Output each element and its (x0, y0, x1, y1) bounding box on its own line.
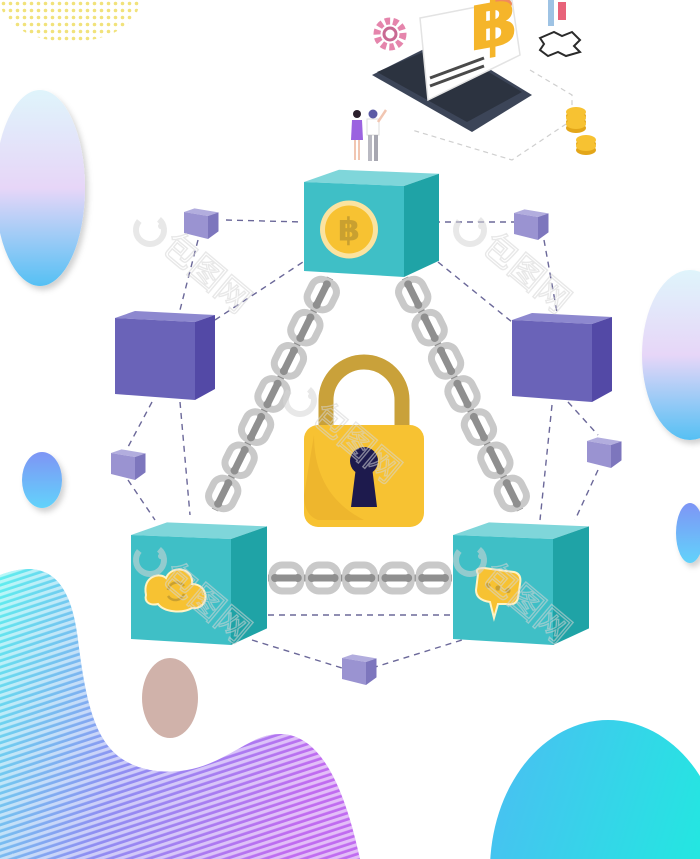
watermark-text: 包图网 (154, 225, 258, 321)
bitcoin-coin-icon: ฿ (320, 200, 378, 259)
chat-block (453, 522, 589, 645)
chain-link (411, 308, 448, 347)
chain-link (342, 561, 378, 595)
cube-side (366, 658, 377, 685)
padlock-shackle (318, 354, 410, 425)
woman-dress (351, 120, 363, 140)
cube-front (342, 658, 366, 685)
bitcoin-block: ฿ (304, 169, 439, 277)
dashed-link (251, 639, 343, 669)
purple-block-left (115, 311, 215, 400)
dashed-link (127, 401, 153, 448)
dashed-link (127, 479, 156, 521)
cube-top (342, 654, 377, 662)
payment-scene: ฿ (372, 0, 582, 161)
cube-top (453, 522, 589, 539)
chain-link (221, 441, 258, 480)
chain-link (444, 375, 481, 413)
dotted-semicircle (0, 0, 140, 42)
puzzle-piece-icon (538, 30, 582, 58)
dashed-link (543, 239, 559, 319)
cube-front (587, 441, 611, 468)
cube-top (111, 449, 146, 457)
network-dashed-lines (127, 219, 599, 669)
teal-dome (490, 720, 700, 859)
cube-top (304, 169, 439, 186)
man-head (368, 109, 378, 119)
chain-link (237, 408, 275, 446)
gear-icon (373, 17, 407, 51)
chain-link (205, 474, 242, 513)
cube-top (514, 209, 549, 217)
chain-link (305, 561, 342, 595)
blue-dot-right (676, 503, 700, 563)
blue-dot-left (22, 452, 62, 508)
dashed-link (567, 401, 599, 436)
purple-block-right (512, 313, 612, 402)
cube-top (184, 208, 219, 216)
chain-link (287, 308, 324, 347)
cube-front (115, 318, 195, 400)
cube-side (208, 212, 219, 239)
cube-side (538, 213, 549, 240)
dashed-link (225, 219, 304, 223)
coin-stack-icon (566, 107, 596, 155)
small-cube-top-left (184, 208, 219, 239)
cube-side (592, 317, 612, 402)
small-cube-top-right (514, 209, 549, 240)
credit-card (419, 0, 521, 102)
dashed-link (574, 469, 599, 521)
cube-front (111, 453, 135, 480)
chain-link (378, 561, 415, 595)
man-shirt (366, 118, 380, 136)
cube-side (404, 173, 439, 277)
cube-side (135, 453, 146, 480)
dashed-link (179, 401, 191, 516)
small-cube-bottom (342, 654, 377, 685)
cube-side (553, 526, 589, 645)
cube-top (587, 437, 622, 445)
chain-link (477, 441, 514, 480)
dashed-link (539, 404, 553, 521)
small-cube-mid-right (587, 437, 622, 468)
gradient-bubble-left (0, 90, 85, 286)
people-on-block (351, 109, 388, 161)
dashed-link (179, 239, 199, 311)
chain-link (303, 275, 340, 314)
cloud-sync-icon (144, 568, 207, 613)
cube-front (514, 213, 538, 240)
chain-right (395, 275, 530, 513)
chain-link (415, 561, 452, 595)
tan-oval (142, 658, 198, 738)
chain-link (268, 561, 305, 595)
padlock (304, 354, 424, 527)
cube-side (231, 526, 267, 645)
chain-link (427, 342, 465, 380)
dashed-link (371, 639, 463, 669)
blocks: ฿ (111, 169, 622, 685)
wave-line-texture (0, 568, 360, 859)
chain-link (460, 408, 498, 446)
padlock-icon (304, 354, 424, 527)
watermark-text: 包图网 (474, 225, 578, 321)
chain-link (493, 474, 530, 513)
chain-bottom (268, 561, 452, 595)
woman-head (353, 110, 361, 118)
cube-side (611, 441, 622, 468)
gradient-bubble-right (642, 270, 700, 440)
cube-front (184, 212, 208, 239)
cube-side (195, 315, 215, 400)
dashed-link (437, 261, 513, 323)
bitcoin-symbol-icon: ฿ (470, 0, 519, 68)
cloud-sync-block (131, 522, 267, 645)
top-scene: ฿ (351, 0, 596, 161)
small-cube-mid-left (111, 449, 146, 480)
chain-link (395, 275, 432, 314)
chain-link (270, 342, 308, 380)
cube-front (512, 320, 592, 402)
watermark: 包图网 (453, 216, 579, 322)
svg-text:฿: ฿ (338, 211, 360, 249)
cube-top (131, 522, 267, 539)
